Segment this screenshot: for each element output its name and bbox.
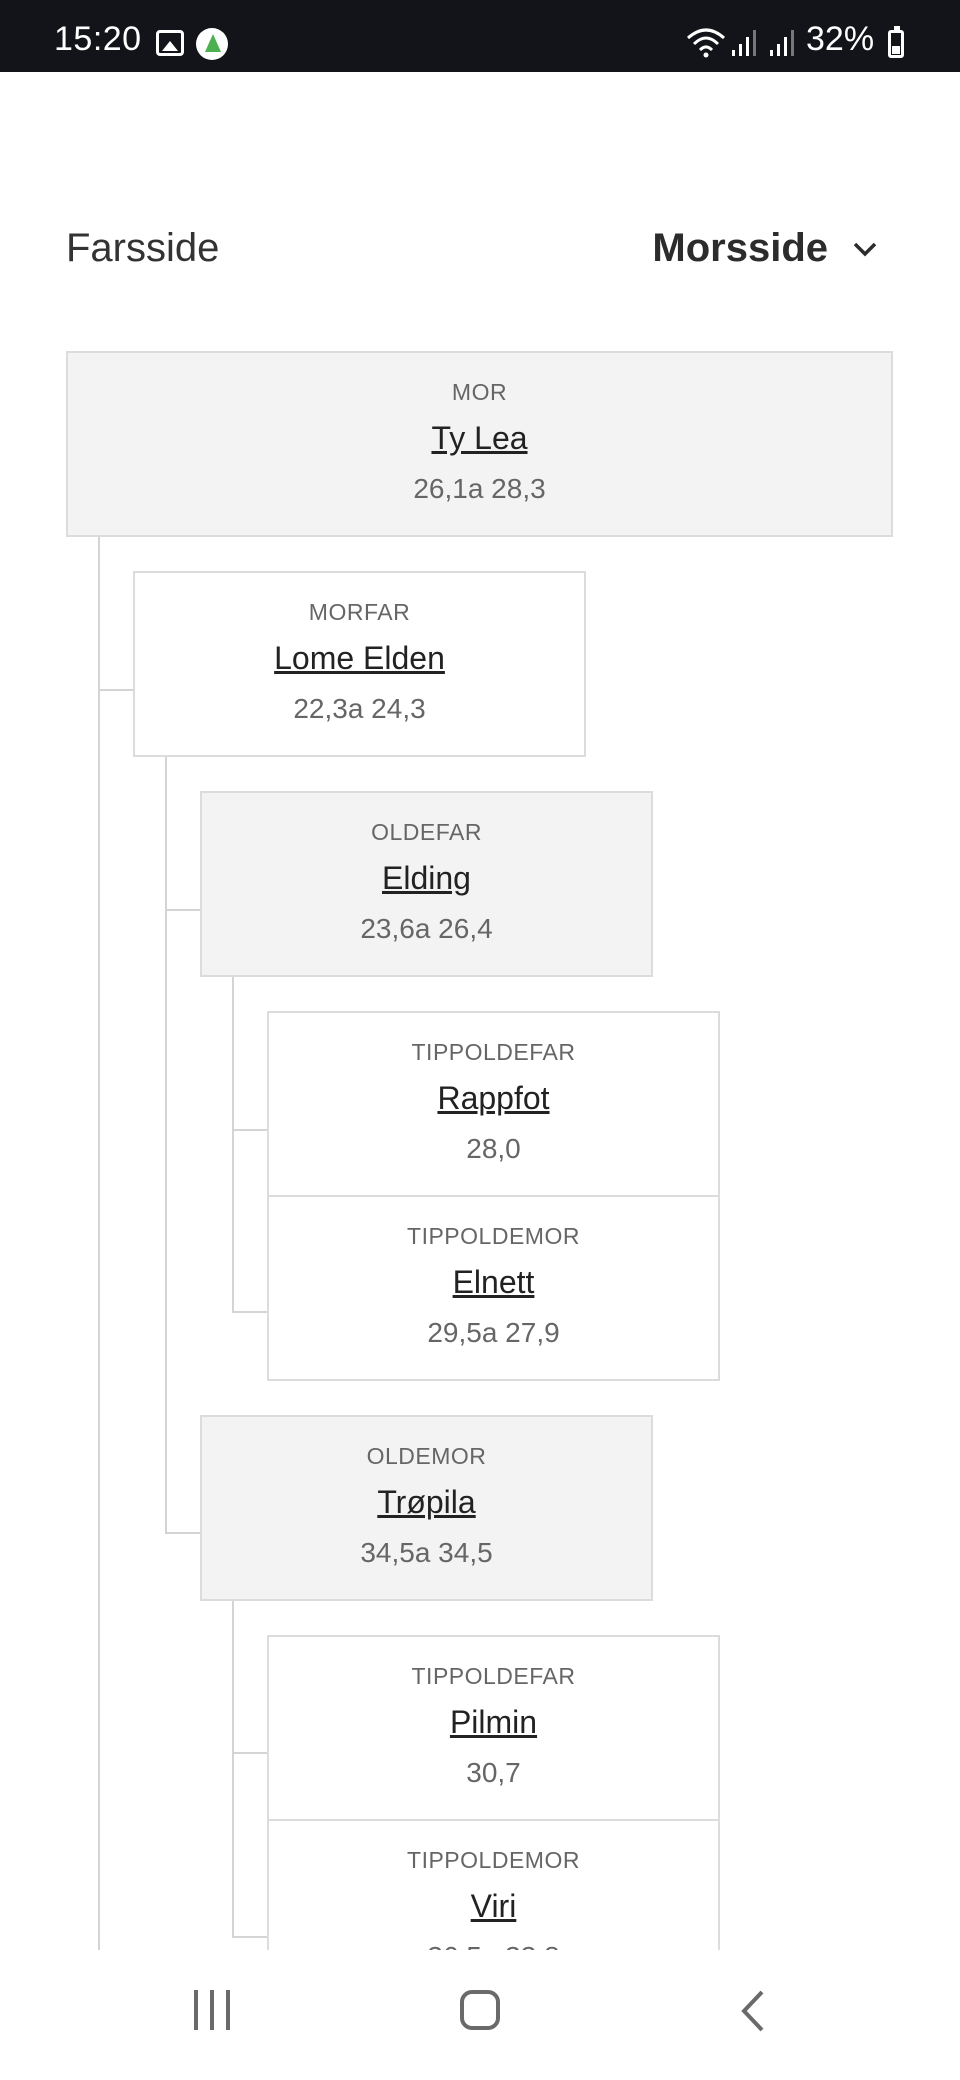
tree-connector <box>232 1936 268 1938</box>
tree-connector <box>98 689 134 691</box>
status-bar: 15:20 32% <box>0 0 960 72</box>
signal-icon <box>732 30 756 56</box>
pedigree-card-tippoldefar: TIPPOLDEFAR Rappfot 28,0 <box>267 1011 720 1197</box>
tab-morsside-label: Morsside <box>652 226 828 270</box>
card-name-link[interactable]: Trøpila <box>377 1484 476 1520</box>
card-role: OLDEFAR <box>371 819 482 845</box>
pedigree-tree: MOR Ty Lea 26,1a 28,3 MORFAR Lome Elden … <box>66 351 893 1950</box>
back-icon[interactable] <box>736 1986 770 2036</box>
battery-percent: 32% <box>806 20 875 58</box>
card-role: TIPPOLDEMOR <box>407 1223 580 1249</box>
status-time: 15:20 <box>54 20 142 58</box>
card-role: OLDEMOR <box>366 1443 487 1469</box>
tree-connector <box>98 536 100 1950</box>
card-role: MORFAR <box>308 599 411 625</box>
pedigree-card-oldemor: OLDEMOR Trøpila 34,5a 34,5 <box>200 1415 653 1601</box>
card-name-link[interactable]: Ty Lea <box>431 420 528 456</box>
card-name-link[interactable]: Elding <box>382 860 471 896</box>
tree-connector <box>232 976 234 1313</box>
pedigree-card-tippoldefar: TIPPOLDEFAR Pilmin 30,7 <box>267 1635 720 1821</box>
card-value: 30,7 <box>466 1757 521 1788</box>
card-name-link[interactable]: Elnett <box>452 1264 535 1300</box>
card-name-link[interactable]: Pilmin <box>449 1704 538 1740</box>
card-value: 34,5a 34,5 <box>360 1537 493 1568</box>
battery-icon <box>888 26 904 58</box>
signal-icon <box>770 30 794 56</box>
card-value: 26,1a 28,3 <box>413 473 546 504</box>
tree-connector <box>232 1129 268 1131</box>
pedigree-card-tippoldemor: TIPPOLDEMOR Viri 36,5a 33,8 <box>267 1819 720 1950</box>
card-value: 36,5a 33,8 <box>269 1941 718 1950</box>
gallery-notification-icon <box>156 30 184 56</box>
app-notification-icon <box>196 28 228 60</box>
card-value: 28,0 <box>466 1133 521 1164</box>
tree-connector <box>232 1752 268 1754</box>
tree-connector <box>165 1532 201 1534</box>
tab-morsside[interactable]: Morsside <box>652 226 880 271</box>
wifi-icon <box>687 28 725 58</box>
home-icon[interactable] <box>460 1990 500 2030</box>
card-role: TIPPOLDEFAR <box>411 1663 576 1689</box>
card-value: 23,6a 26,4 <box>360 913 493 944</box>
tree-connector <box>232 1311 268 1313</box>
card-role: MOR <box>451 379 508 405</box>
pedigree-card-oldefar: OLDEFAR Elding 23,6a 26,4 <box>200 791 653 977</box>
pedigree-card-morfar: MORFAR Lome Elden 22,3a 24,3 <box>133 571 586 757</box>
chevron-down-icon <box>853 242 877 256</box>
card-value: 29,5a 27,9 <box>427 1317 560 1348</box>
tree-connector <box>165 909 201 911</box>
card-role: TIPPOLDEMOR <box>407 1847 580 1873</box>
tree-connector <box>165 756 167 1534</box>
card-name-link[interactable]: Lome Elden <box>274 640 445 676</box>
pedigree-card-mor: MOR Ty Lea 26,1a 28,3 <box>66 351 893 537</box>
card-name-link[interactable]: Rappfot <box>437 1080 550 1116</box>
tab-farsside[interactable]: Farsside <box>66 226 220 270</box>
tree-connector <box>232 1600 234 1938</box>
card-name-link[interactable]: Viri <box>470 1888 517 1924</box>
recent-apps-icon[interactable] <box>190 1990 234 2030</box>
pedigree-card-tippoldemor: TIPPOLDEMOR Elnett 29,5a 27,9 <box>267 1195 720 1381</box>
system-navigation-bar <box>0 1950 960 2080</box>
card-role: TIPPOLDEFAR <box>411 1039 576 1065</box>
card-value: 22,3a 24,3 <box>293 693 426 724</box>
